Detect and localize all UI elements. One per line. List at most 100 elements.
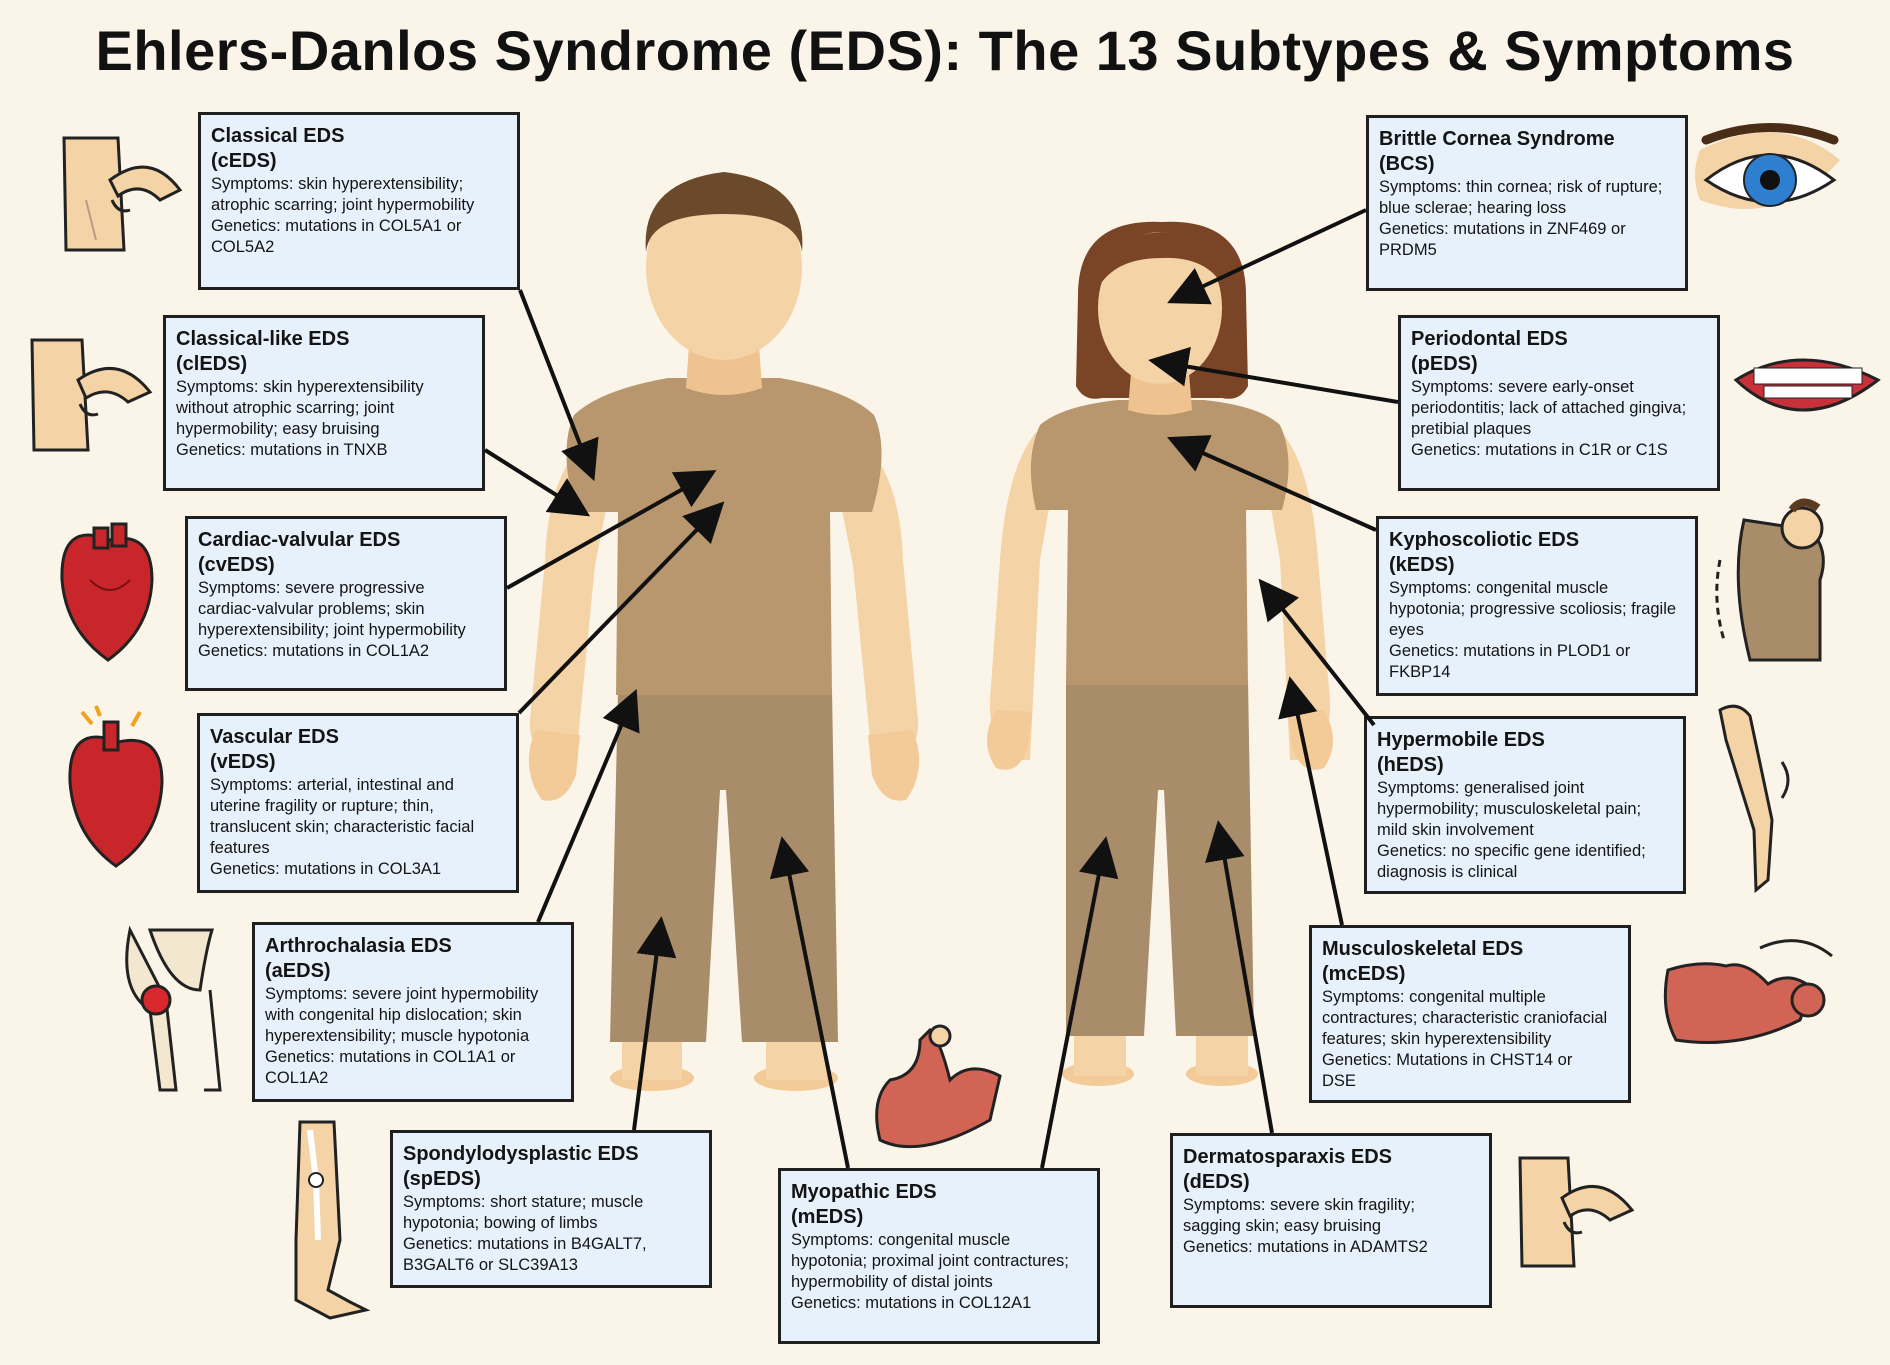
female-shirt (1030, 400, 1289, 685)
subtype-genetics: Genetics: mutations in COL5A1 or (211, 217, 462, 235)
subtype-name: Brittle Cornea Syndrome (1379, 128, 1615, 150)
subtype-symptoms: hypermobility; easy bruising (176, 420, 380, 438)
skin-pinch-icon (1518, 1156, 1635, 1268)
subtype-symptoms: hypermobility; musculoskeletal pain; (1377, 800, 1642, 818)
subtype-genetics: Genetics: mutations in C1R or C1S (1411, 441, 1668, 459)
subtype-genetics: FKBP14 (1389, 663, 1451, 681)
subtype-genetics: Genetics: mutations in COL1A2 (198, 642, 430, 660)
subtype-symptoms: Symptoms: skin hyperextensibility; (211, 175, 464, 193)
subtype-name: Vascular EDS (210, 726, 339, 748)
male-left-arm (529, 435, 612, 770)
skin-pinch-icon (30, 338, 153, 452)
subtype-symptoms: hypotonia; bowing of limbs (403, 1214, 598, 1232)
subtype-symptoms: Symptoms: severe progressive (198, 579, 425, 597)
subtype-box-kyphoscoliotic: Kyphoscoliotic EDS (kEDS) Symptoms: cong… (1376, 516, 1698, 696)
male-left-ankle (622, 1035, 682, 1080)
subtype-symptoms: Symptoms: congenital muscle (791, 1231, 1011, 1249)
subtype-box-classical: Classical EDS (cEDS) Symptoms: skin hype… (198, 112, 520, 290)
subtype-box-cardiac-valvular: Cardiac-valvular EDS (cvEDS) Symptoms: s… (185, 516, 507, 691)
subtype-genetics: Genetics: mutations in COL12A1 (791, 1294, 1032, 1312)
female-right-ankle (1196, 1030, 1248, 1076)
flexed-arm-muscle-icon (875, 1024, 1002, 1149)
subtype-box-vascular: Vascular EDS (vEDS) Symptoms: arterial, … (197, 713, 519, 893)
subtype-abbr: (spEDS) (403, 1168, 481, 1190)
subtype-abbr: (mEDS) (791, 1206, 864, 1228)
subtype-genetics: COL5A2 (211, 238, 275, 256)
subtype-symptoms: Symptoms: congenital multiple (1322, 988, 1546, 1006)
subtype-symptoms: Symptoms: thin cornea; risk of rupture; (1379, 178, 1663, 196)
subtype-abbr: (cvEDS) (198, 554, 275, 576)
subtype-symptoms: atrophic scarring; joint hypermobility (211, 196, 475, 214)
male-right-hand (868, 730, 920, 801)
subtype-box-classical-like: Classical-like EDS (clEDS) Symptoms: ski… (163, 315, 485, 491)
arrow-classical-like (483, 448, 591, 517)
subtype-genetics: Genetics: no specific gene identified; (1377, 842, 1646, 860)
female-bangs (1096, 232, 1226, 292)
subtype-abbr: (pEDS) (1411, 353, 1478, 375)
subtype-name: Spondylodysplastic EDS (403, 1143, 639, 1165)
subtype-symptoms: hyperextensibility; muscle hypotonia (265, 1027, 530, 1045)
subtype-box-musculoskeletal: Musculoskeletal EDS (mcEDS) Symptoms: co… (1309, 925, 1631, 1103)
male-right-arm (836, 435, 919, 770)
male-figure (528, 172, 920, 1091)
arrow-classical (518, 289, 599, 482)
subtype-box-myopathic: Myopathic EDS (mEDS) Symptoms: congenita… (778, 1168, 1100, 1344)
subtype-name: Kyphoscoliotic EDS (1389, 529, 1580, 551)
arrow-kyphoscoliotic (1167, 435, 1377, 532)
arrow-vascular (517, 501, 725, 715)
arrow-arthrochalasia (536, 688, 640, 923)
bending-arm-icon (1718, 704, 1790, 894)
female-pants (1066, 680, 1254, 1036)
subtype-genetics: DSE (1322, 1072, 1356, 1090)
subtype-abbr: (hEDS) (1377, 754, 1444, 776)
subtype-symptoms: pretibial plaques (1411, 420, 1532, 438)
subtype-box-dermatosparaxis: Dermatosparaxis EDS (dEDS) Symptoms: sev… (1170, 1133, 1492, 1308)
subtype-name: Myopathic EDS (791, 1181, 937, 1203)
subtype-genetics: diagnosis is clinical (1377, 863, 1518, 881)
subtype-symptoms: Symptoms: arterial, intestinal and (210, 776, 454, 794)
female-left-ankle (1074, 1030, 1126, 1076)
subtype-abbr: (clEDS) (176, 353, 248, 375)
skin-pinch-icon (62, 136, 183, 252)
subtype-box-arthrochalasia: Arthrochalasia EDS (aEDS) Symptoms: seve… (252, 922, 574, 1102)
subtype-symptoms: uterine fragility or rupture; thin, (210, 797, 434, 815)
subtype-abbr: (mcEDS) (1322, 963, 1406, 985)
arrow-brittle-cornea (1167, 208, 1367, 305)
subtype-name: Classical-like EDS (176, 328, 350, 350)
subtype-genetics: Genetics: mutations in PLOD1 or (1389, 642, 1631, 660)
subtype-name: Musculoskeletal EDS (1322, 938, 1524, 960)
subtype-name: Cardiac-valvular EDS (198, 529, 401, 551)
subtype-symptoms: hypotonia; progressive scoliosis; fragil… (1389, 600, 1677, 618)
subtype-box-brittle-cornea: Brittle Cornea Syndrome (BCS) Symptoms: … (1366, 115, 1688, 291)
subtype-symptoms: periodontitis; lack of attached gingiva; (1411, 399, 1687, 417)
subtype-symptoms: Symptoms: congenital muscle (1389, 579, 1609, 597)
subtype-abbr: (vEDS) (210, 751, 276, 773)
male-right-ankle (766, 1035, 826, 1080)
subtype-symptoms: contractures; characteristic craniofacia… (1322, 1009, 1608, 1027)
subtype-name: Hypermobile EDS (1377, 729, 1545, 751)
subtype-symptoms: hypotonia; proximal joint contractures; (791, 1252, 1069, 1270)
subtype-abbr: (aEDS) (265, 960, 331, 982)
arrow-spondylodysplastic (632, 916, 677, 1131)
subtype-abbr: (dEDS) (1183, 1171, 1250, 1193)
subtype-symptoms: hypermobility of distal joints (791, 1273, 993, 1291)
subtype-symptoms: eyes (1389, 621, 1424, 639)
arrow-myopathic-female (1040, 836, 1119, 1169)
teeth-gums-icon (1733, 358, 1881, 412)
arrow-dermatosparaxis (1205, 820, 1274, 1134)
arrow-periodontal (1148, 346, 1399, 404)
subtype-box-hypermobile: Hypermobile EDS (hEDS) Symptoms: general… (1364, 716, 1686, 894)
subtype-symptoms: cardiac-valvular problems; skin (198, 600, 425, 618)
subtype-symptoms: Symptoms: short stature; muscle (403, 1193, 644, 1211)
subtype-genetics: Genetics: mutations in COL3A1 (210, 860, 442, 878)
subtype-name: Classical EDS (211, 125, 345, 147)
subtype-name: Dermatosparaxis EDS (1183, 1146, 1392, 1168)
male-hair (645, 172, 803, 252)
subtype-symptoms: Symptoms: skin hyperextensibility (176, 378, 424, 396)
arrow-hypermobile (1258, 578, 1376, 727)
subtype-box-periodontal: Periodontal EDS (pEDS) Symptoms: severe … (1398, 315, 1720, 491)
subtype-symptoms: Symptoms: severe joint hypermobility (265, 985, 539, 1003)
subtype-symptoms: Symptoms: severe early-onset (1411, 378, 1634, 396)
